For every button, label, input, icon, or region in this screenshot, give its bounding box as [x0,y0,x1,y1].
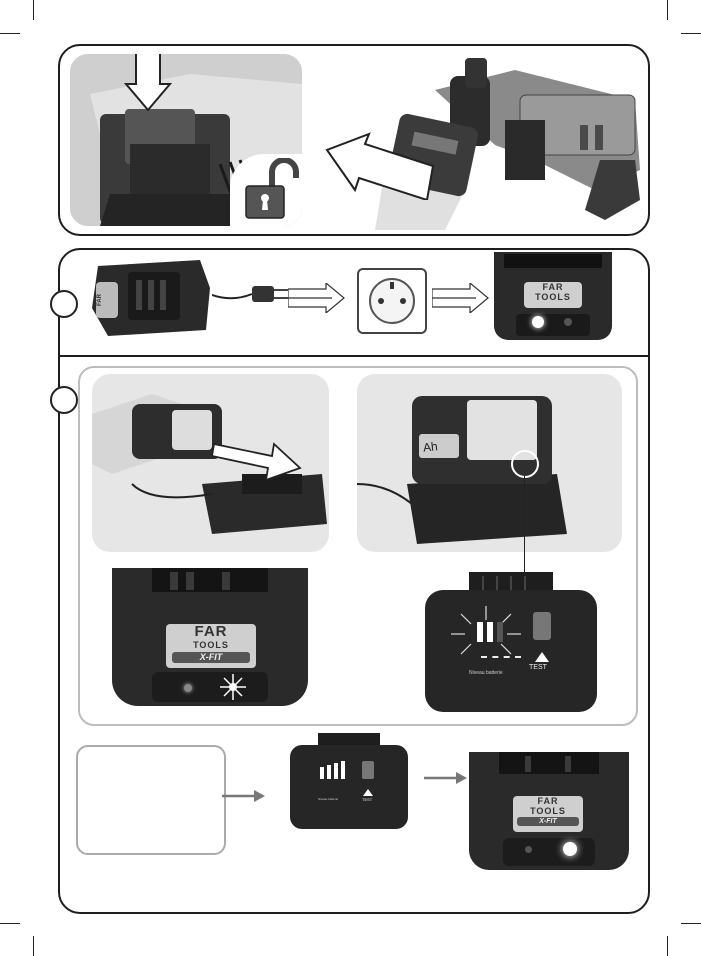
test-label: TEST [362,797,373,802]
crop-mark [0,33,20,34]
test-triangle-icon [363,789,373,796]
step-1-marker [50,290,78,318]
charger-brand-logo: FAR TOOLS [524,282,582,308]
charging-steps-frame [78,366,638,726]
logo-text-far: FAR [537,796,559,806]
charge-bar-3 [497,622,503,642]
battery-full-view: TEST Niveau batterie [290,733,408,829]
battery-capacity-label: Ah [422,439,439,455]
led-indicator-on [563,842,577,856]
charge-bar-4 [341,761,345,779]
charge-bar-3 [334,763,338,779]
empty-note-box [76,745,226,855]
battery-led-burst-icon [451,606,521,655]
charge-bar-2 [327,765,331,779]
arrow-insert-icon [212,442,302,482]
charge-bar-1 [477,622,483,642]
insert-battery-photo [92,374,329,552]
led-highlight-circle [511,450,539,478]
charge-bar-2 [487,622,493,642]
charger-brand-logo: FAR TOOLS X-FIT [166,624,256,668]
arrow-right-icon [222,790,265,802]
crop-mark [681,923,701,924]
battery-removal-panel [58,44,650,236]
unlocked-padlock-icon [245,158,299,219]
battery-on-charger-photo: Ah [357,374,622,552]
arrow-slide-out-icon [325,132,435,200]
step-2-marker [50,386,78,414]
section-divider [60,355,648,357]
test-triangle-icon [535,652,549,662]
test-label: TEST [529,664,547,671]
led-indicator-off [564,318,572,326]
insert-battery-illustration [92,394,327,534]
arrow-down-icon [124,54,172,112]
arrow-right-icon [424,772,467,784]
led-blinking-icon [220,674,246,700]
xfit-badge: X-FIT [517,817,579,826]
test-button[interactable] [533,612,551,640]
logo-text-tools: TOOLS [530,806,566,816]
level-dashes [481,656,521,660]
logo-text-far: FAR [542,282,564,292]
crop-mark [0,923,20,924]
crop-mark [33,936,34,956]
release-button-photo [70,54,302,226]
socket-outlet-icon [369,278,415,324]
led-indicator-dim [184,684,192,692]
logo-text-tools: TOOLS [535,292,571,302]
crop-mark [33,0,34,20]
charger-top-view: FAR [88,258,214,336]
logo-text-tools: TOOLS [193,640,229,650]
crop-mark [667,0,668,20]
crop-mark [667,936,668,956]
crop-mark [681,33,701,34]
test-button[interactable] [362,761,374,779]
battery-level-caption: Niveau batterie [318,797,339,801]
charger-led-closeup: FAR TOOLS X-FIT [112,568,308,706]
wall-socket [357,268,427,334]
battery-on-charger-illustration [357,396,567,544]
charger-brand-logo: FAR TOOLS X-FIT [513,796,583,832]
charger-ready-view: FAR TOOLS [494,252,612,340]
drill-battery-photo [315,50,645,230]
battery-level-caption: Niveau batterie [469,670,503,676]
power-cord-plug [212,286,288,302]
logo-text-far: FAR [194,623,228,640]
charger-complete-view: FAR TOOLS X-FIT [469,752,629,870]
led-indicator-on [532,316,544,328]
callout-line [524,476,525,572]
logo-text-far: FAR [97,294,103,306]
double-arrow-right-icon [432,283,489,313]
xfit-badge: X-FIT [172,652,250,663]
double-arrow-right-icon [288,283,345,313]
charger-brand-logo: FAR [96,282,118,318]
charge-bar-1 [320,767,324,779]
battery-level-closeup: TEST Niveau batterie [425,572,597,712]
led-indicator-off [525,846,532,853]
